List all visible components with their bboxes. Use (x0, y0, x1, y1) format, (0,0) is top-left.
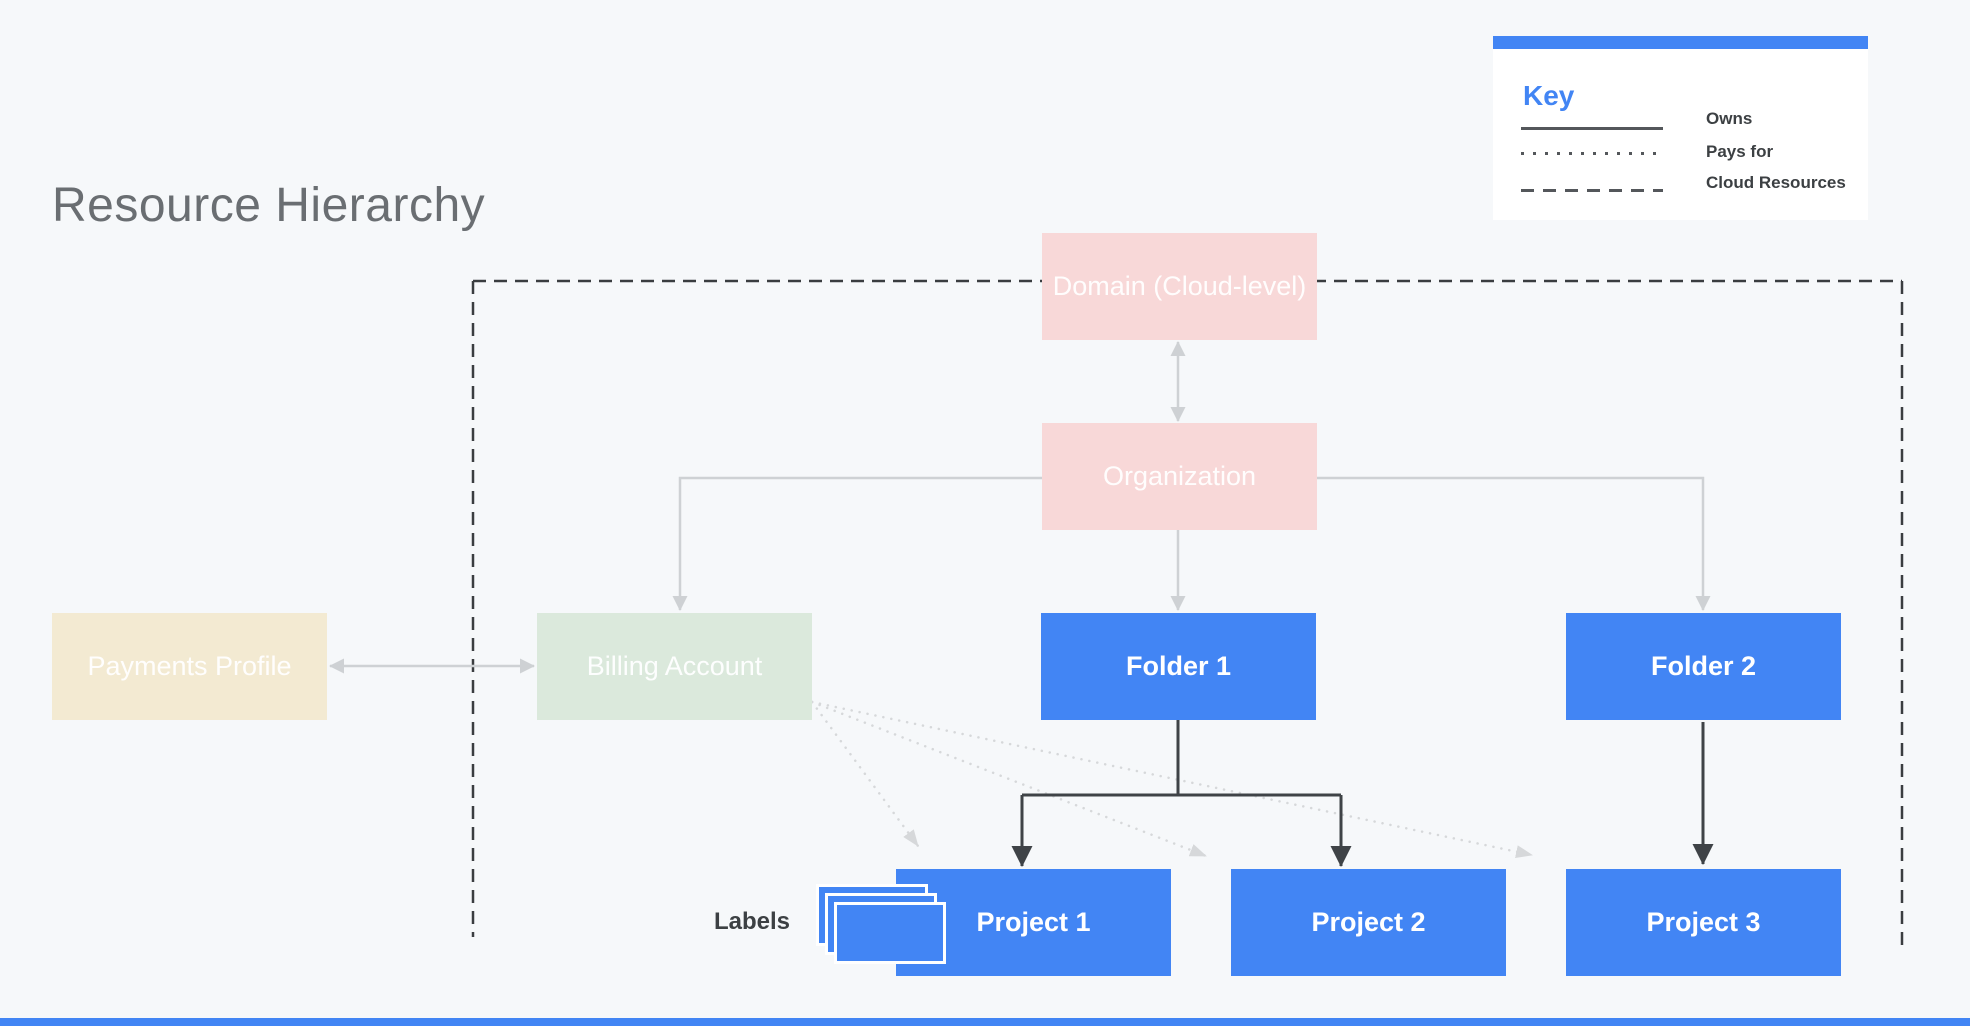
legend-dashed-line-sample (1521, 189, 1663, 192)
legend: Key Owns Pays for Cloud Resources (1493, 36, 1868, 220)
page-title: Resource Hierarchy (52, 179, 486, 232)
legend-dotted-line-sample (1521, 152, 1663, 155)
node-payments-profile-label: Payments Profile (87, 651, 292, 681)
pays-for-project3 (810, 700, 1534, 859)
dark-owns-links (1011, 720, 1714, 867)
node-folder2: Folder 2 (1566, 613, 1841, 720)
pays-for-project2 (810, 700, 1208, 858)
node-billing-account: Billing Account (537, 613, 812, 720)
gray-owns-links (329, 341, 1711, 674)
node-organization: Organization (1042, 423, 1317, 530)
pays-for-links (810, 700, 1534, 859)
node-folder2-label: Folder 2 (1650, 651, 1757, 681)
legend-label-owns: Owns (1706, 109, 1753, 128)
labels-stack-icon (816, 884, 950, 970)
organization-folder2-arrow (1316, 476, 1711, 611)
node-project2-label: Project 2 (1311, 907, 1426, 937)
node-project1-label: Project 1 (976, 907, 1091, 937)
legend-solid-line-sample (1521, 127, 1663, 130)
node-folder1-label: Folder 1 (1125, 651, 1232, 681)
legend-label-cloud-resources: Cloud Resources (1706, 173, 1846, 192)
bottom-accent-strip (0, 1018, 1970, 1026)
node-billing-account-label: Billing Account (586, 651, 763, 681)
node-project3: Project 3 (1566, 869, 1841, 976)
node-project2: Project 2 (1231, 869, 1506, 976)
node-folder1: Folder 1 (1041, 613, 1316, 720)
node-domain-label: Domain (Cloud-level) (1052, 271, 1307, 301)
node-project3-label: Project 3 (1646, 907, 1761, 937)
node-payments-profile: Payments Profile (52, 613, 327, 720)
legend-title: Key (1523, 80, 1575, 111)
legend-top-bar (1493, 36, 1868, 49)
label-card-front (834, 902, 946, 964)
node-domain: Domain (Cloud-level) (1042, 233, 1317, 340)
legend-label-pays-for: Pays for (1706, 142, 1774, 161)
organization-billing-arrow (672, 476, 1042, 611)
pays-for-project1 (810, 700, 920, 848)
labels-caption: Labels (713, 908, 790, 935)
node-organization-label: Organization (1102, 461, 1257, 491)
